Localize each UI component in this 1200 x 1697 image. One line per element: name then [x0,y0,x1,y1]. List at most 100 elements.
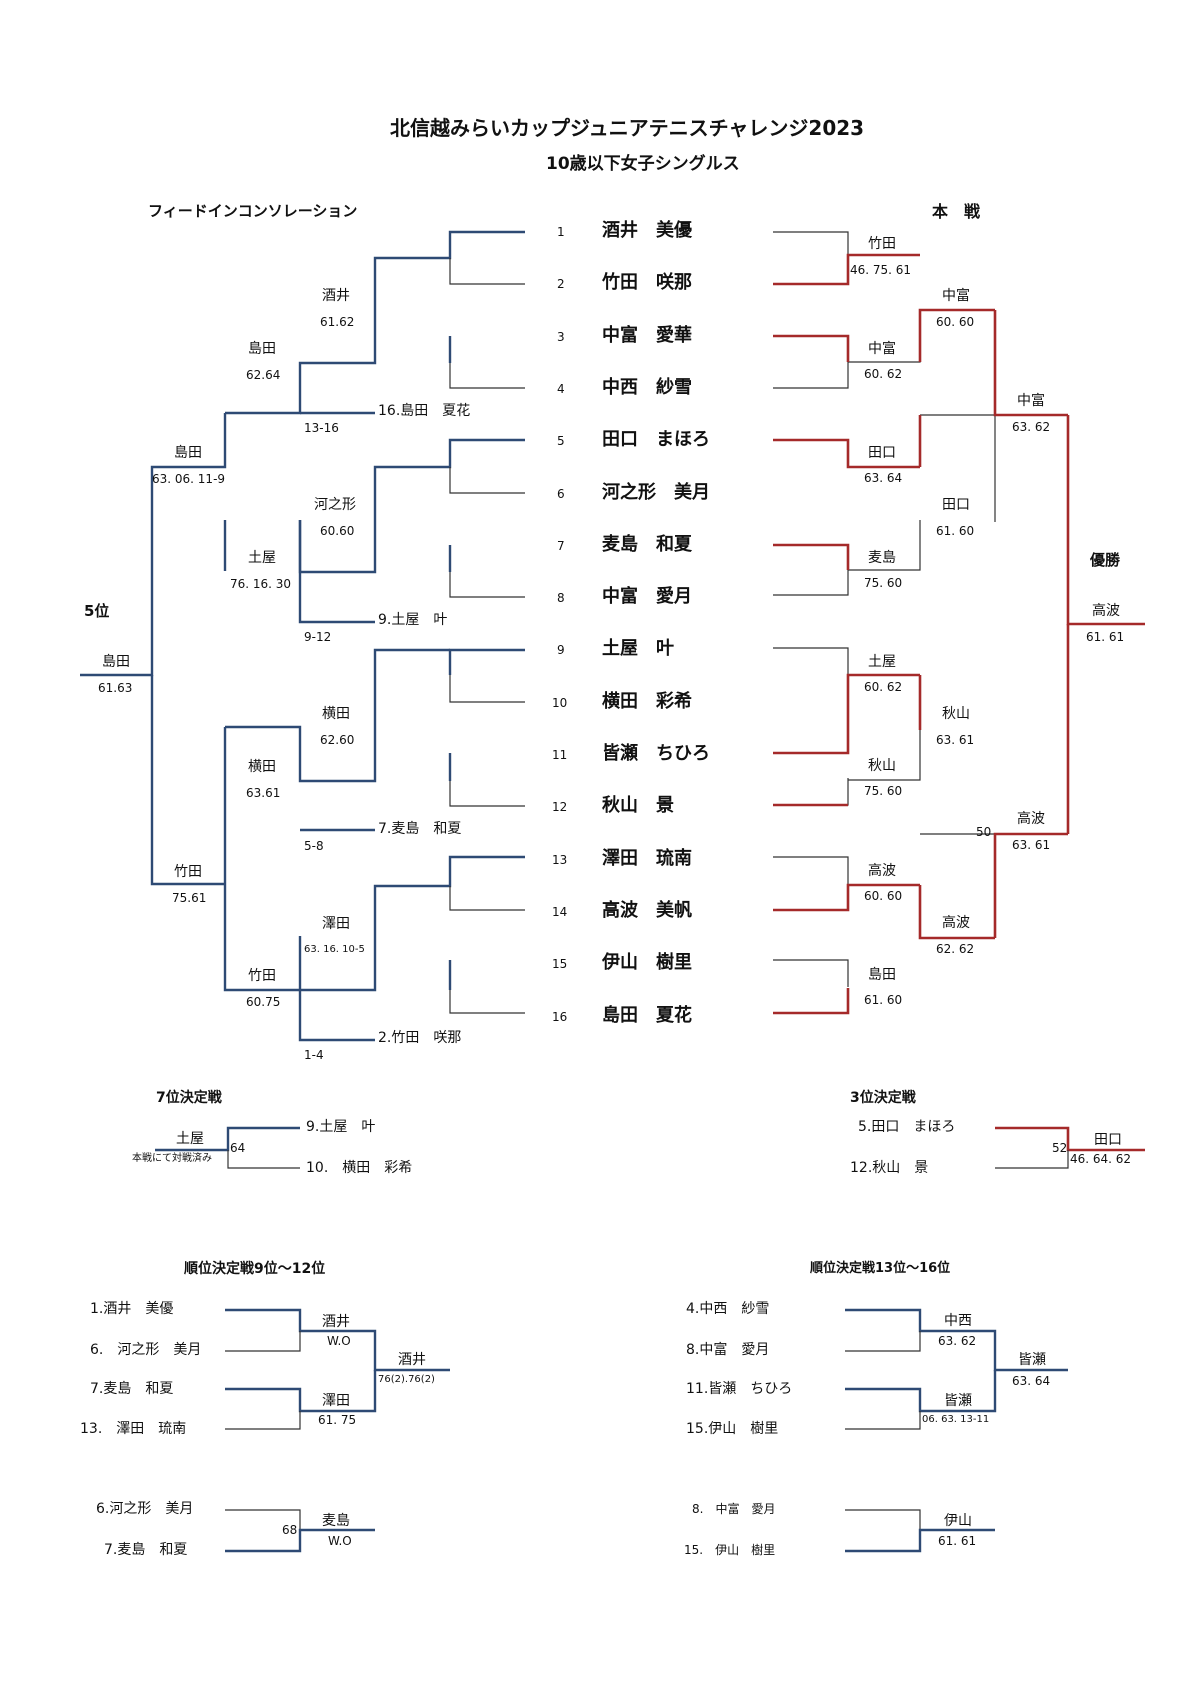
page-subtitle: 10歳以下女子シングルス [546,154,740,174]
place-13-16-player: 8.中富 愛月 [686,1342,770,1358]
cons-r3-winner: 竹田 [174,864,202,880]
seventh-lines [155,1126,300,1169]
place-9-12-semi-score: W.O [327,1334,351,1348]
place-9-12-player: 7.麦島 和夏 [90,1381,174,1397]
main-r3-winner: 高波 [1017,811,1045,827]
cons-r1-winner: 酒井 [322,288,350,304]
main-draw-lines [773,231,1145,1015]
player-seed: 1 [557,225,565,239]
champion-name: 高波 [1092,603,1120,619]
cons-r3-score: 75.61 [172,891,207,905]
match-10-11-score: W.O [328,1534,352,1548]
cons-r1-winner: 横田 [322,706,350,722]
feed-in-range: 5-8 [304,839,324,853]
place-9-12-player: 1.酒井 美優 [90,1301,174,1317]
player-name: 秋山 景 [602,795,674,816]
match-14-15-winner: 伊山 [944,1513,972,1529]
main-r3-winner: 中富 [1017,393,1045,409]
cons-r3-winner: 島田 [174,445,202,461]
place-9-12-heading: 順位決定戦9位～12位 [184,1261,326,1277]
main-r2-winner: 秋山 [942,706,970,722]
place-9-12-player: 6. 河之形 美月 [90,1342,202,1358]
player-name: 河之形 美月 [602,482,710,503]
seventh-note: 本戦にて対戦済み [132,1153,212,1164]
player-seed: 13 [552,853,568,867]
place-13-16-semi-score: 06. 63. 13-11 [922,1414,990,1425]
player-name: 皆瀬 ちひろ [602,743,710,764]
main-r1-score: 60. 60 [864,889,903,903]
place-9-12-player: 13. 澤田 琉南 [80,1421,187,1437]
player-seed: 11 [552,748,568,762]
main-r3-score: 63. 62 [1012,420,1051,434]
player-seed: 6 [557,487,565,501]
place-9-12-semi-score: 61. 75 [318,1413,357,1427]
main-r2-winner: 高波 [942,915,970,931]
main-r2-winner: 田口 [942,497,970,513]
cons-r2-winner: 島田 [248,341,276,357]
match-10-11-winner: 麦島 [322,1513,350,1529]
seventh-winner: 土屋 [176,1131,204,1147]
feed-in-name: 7.麦島 和夏 [378,821,462,837]
seventh-player: 9.土屋 叶 [306,1119,376,1135]
feed-in-name: 9.土屋 叶 [378,612,448,628]
player-seed: 3 [557,330,565,344]
match-14-15-score: 61. 61 [938,1534,977,1548]
consolation-heading: フィードインコンソレーション [148,202,358,220]
place-13-16-lines [845,1308,1068,1430]
player-name: 麦島 和夏 [602,534,692,555]
feed-in-range: 1-4 [304,1048,324,1062]
main-r2-winner: 中富 [942,288,970,304]
cons-r2-winner: 横田 [248,759,276,775]
fifth-place-winner: 島田 [102,654,130,670]
player-seed: 2 [557,277,565,291]
main-r1-score: 46. 75. 61 [850,263,912,277]
main-r1-winner: 麦島 [868,550,896,566]
main-r1-winner: 高波 [868,863,896,879]
match-number: 50 [976,825,992,839]
main-r2-score: 62. 62 [936,942,975,956]
seventh-player: 10. 横田 彩希 [306,1160,413,1176]
feed-in-name: 16.島田 夏花 [378,403,471,419]
main-r2-score: 61. 60 [936,524,975,538]
cons-r2-score: 76. 16. 30 [230,577,292,591]
main-heading: 本 戦 [932,202,981,221]
match-number: 64 [230,1141,246,1155]
player-name: 中西 紗雪 [602,377,692,398]
third-winner: 田口 [1094,1132,1122,1148]
cons-r2-score: 62.64 [246,368,281,382]
main-r1-winner: 田口 [868,445,896,461]
player-name: 中富 愛月 [602,586,692,607]
place-13-16-semi-winner: 皆瀬 [944,1393,972,1409]
player-seed: 9 [557,643,565,657]
champion-score: 61. 61 [1086,630,1125,644]
page-title: 北信越みらいカップジュニアテニスチャレンジ2023 [390,116,865,140]
cons-r1-score: 60.60 [320,524,355,538]
place-13-16-final-score: 63. 64 [1012,1374,1051,1388]
main-r1-score: 60. 62 [864,680,903,694]
main-r1-winner: 土屋 [868,654,896,670]
main-r3-score: 63. 61 [1012,838,1051,852]
player-seed: 16 [552,1010,568,1024]
feed-in-range: 9-12 [304,630,332,644]
main-r1-score: 63. 64 [864,471,903,485]
player-name: 竹田 咲那 [602,272,692,293]
main-r1-winner: 秋山 [868,758,896,774]
cons-r2-score: 63.61 [246,786,281,800]
player-name: 横田 彩希 [602,691,692,712]
match-10-11-lines [225,1509,375,1553]
third-player: 12.秋山 景 [850,1160,929,1176]
seventh-heading: 7位決定戦 [156,1090,222,1106]
third-lines [995,1126,1145,1169]
third-player: 5.田口 まほろ [858,1119,956,1135]
place-13-16-player: 11.皆瀬 ちひろ [686,1381,793,1397]
place-9-12-semi-winner: 酒井 [322,1314,350,1330]
match-number: 68 [282,1523,298,1537]
place-9-12-lines [225,1308,450,1430]
place-13-16-player: 15.伊山 樹里 [686,1421,779,1437]
champion-label: 優勝 [1090,551,1121,569]
cons-r2-score: 60.75 [246,995,281,1009]
player-seed: 14 [552,905,568,919]
match-14-15-player: 15. 伊山 樹里 [684,1543,776,1557]
cons-r1-score: 62.60 [320,733,355,747]
